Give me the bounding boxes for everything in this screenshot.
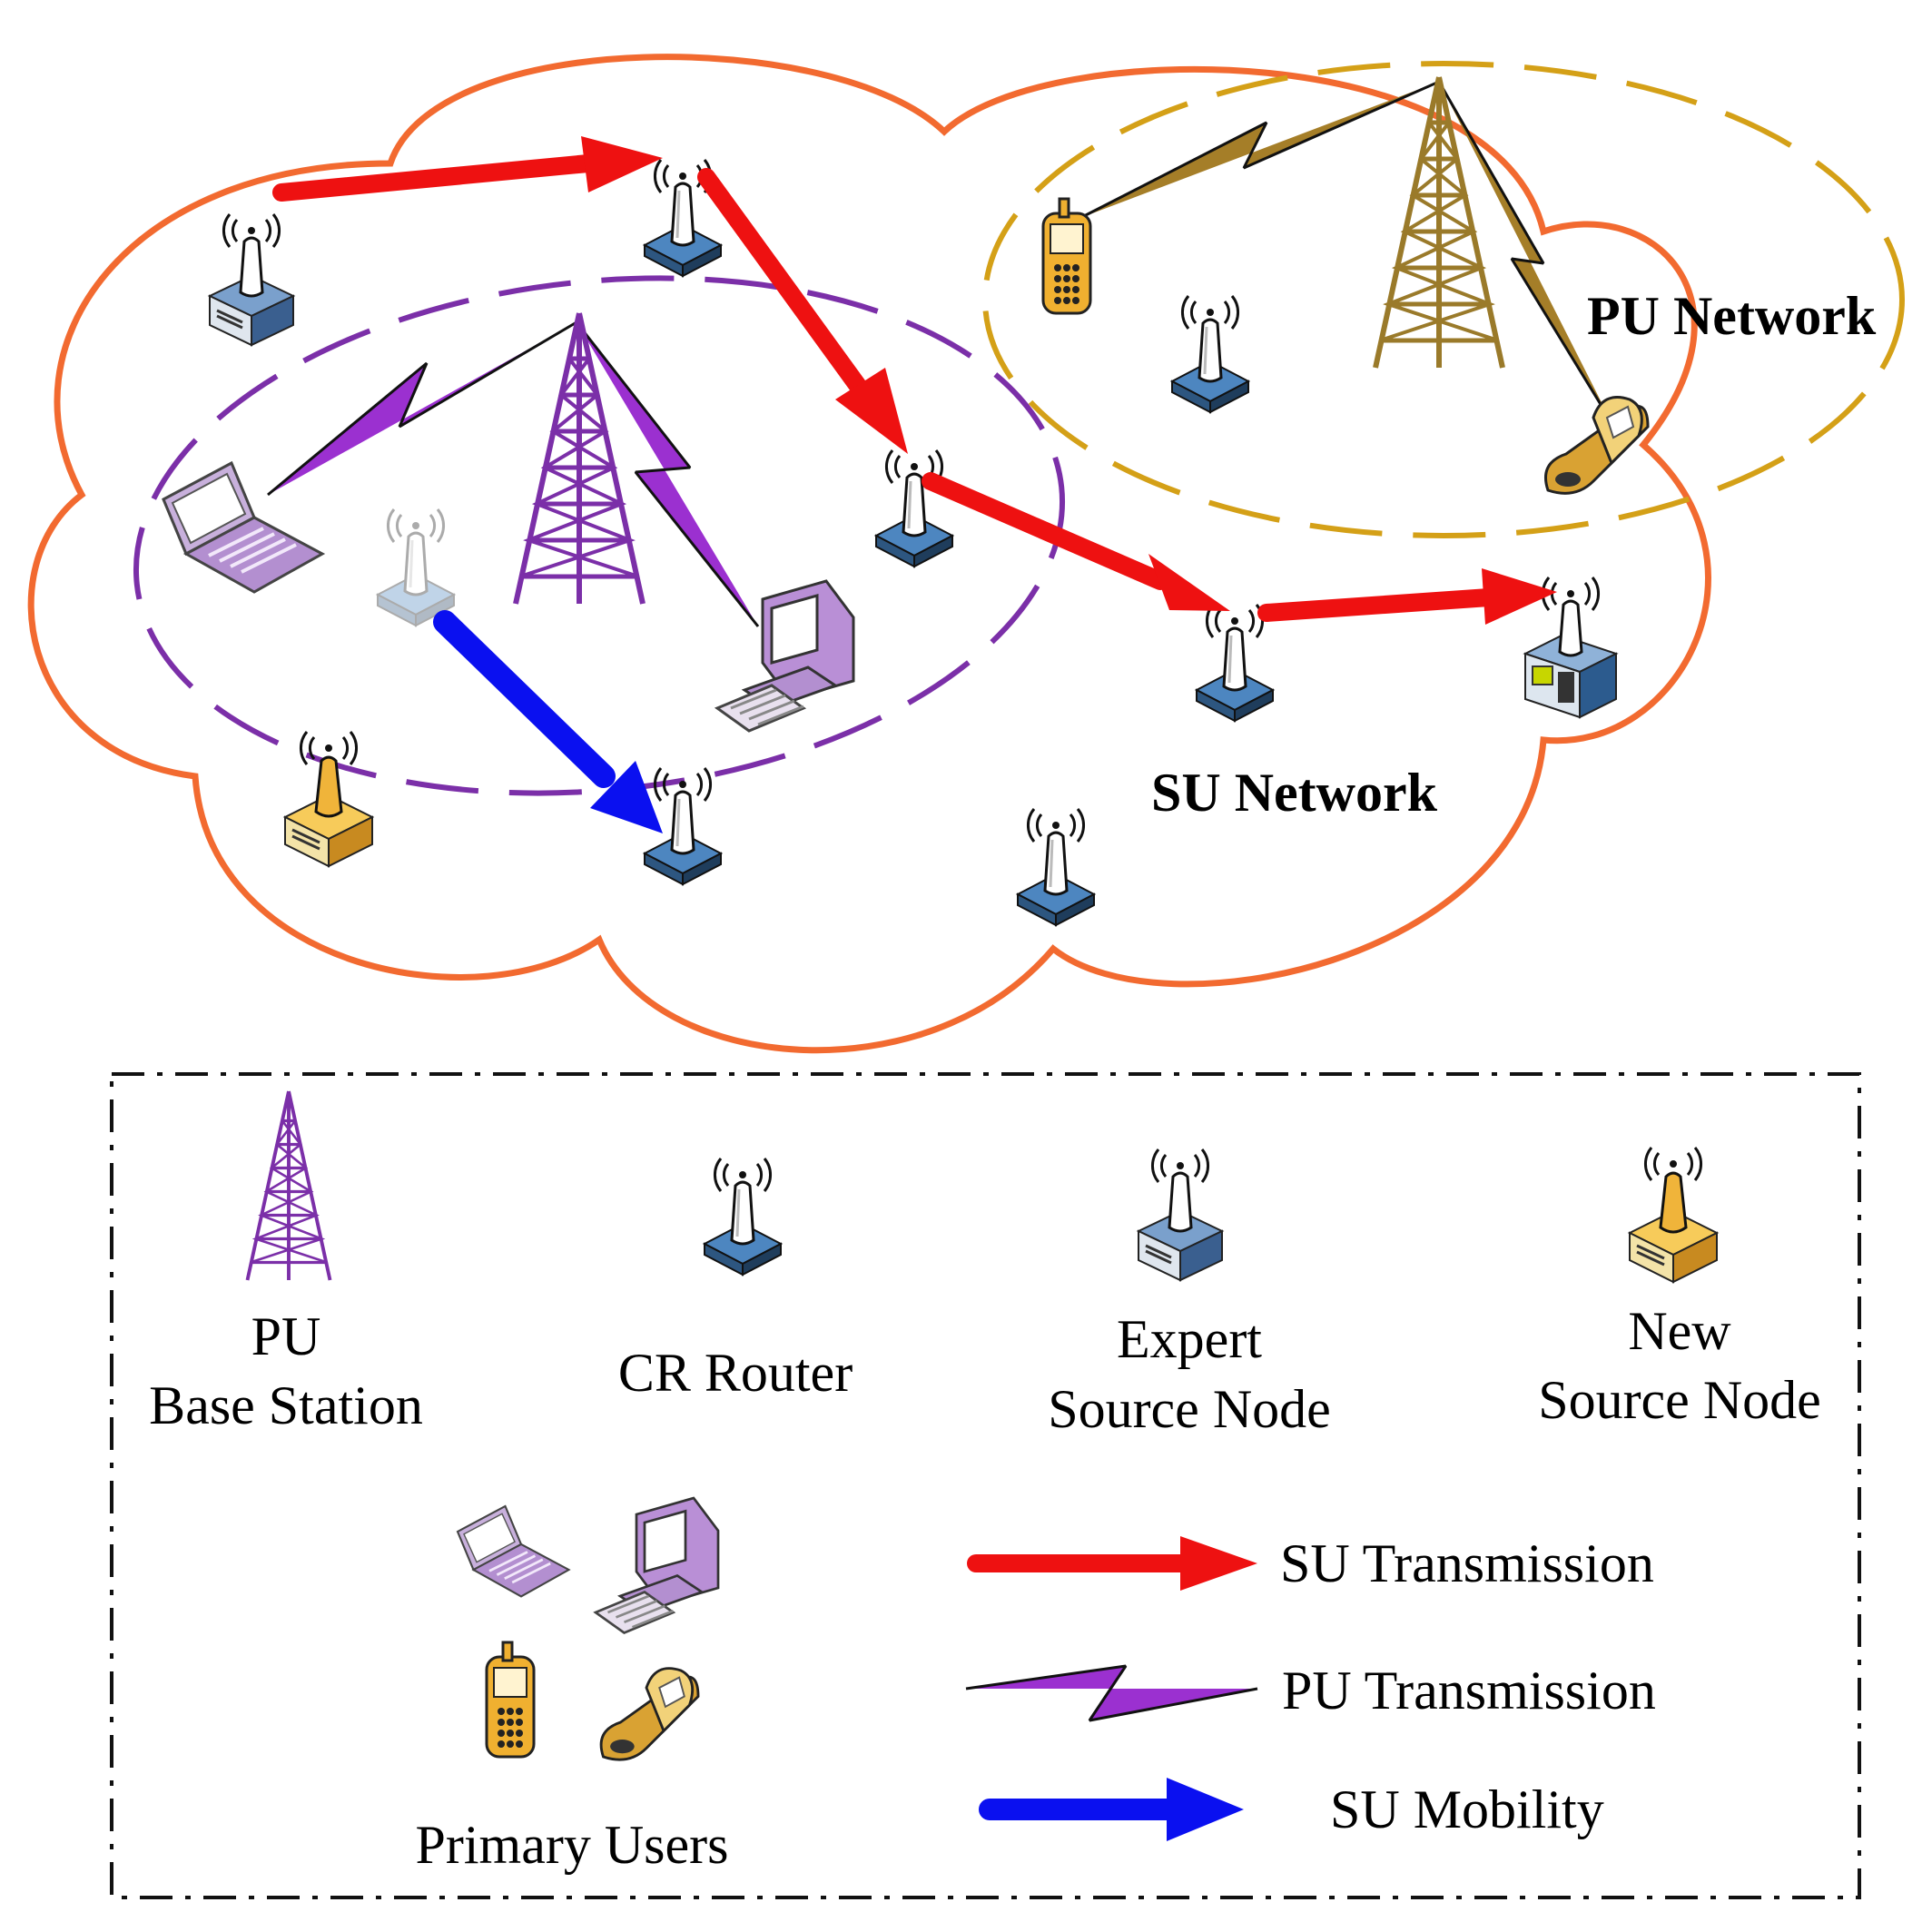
laptop-icon [456,1504,570,1598]
primary-user-cellphone-icon [1041,197,1092,315]
flip-phone-icon [599,1667,700,1761]
legend-new-line1: New [1628,1301,1731,1361]
legend-expert-line2: Source Node [1048,1379,1331,1439]
legend-pu-transmission: PU Transmission [965,1661,1656,1722]
legend-su-mobility: SU Mobility [979,1778,1604,1841]
legend-cr-router: CR Router [618,1157,853,1403]
legend-primary-users: Primary Users [416,1496,729,1875]
legend-pu-base-station: PU Base Station [149,1089,423,1435]
legend-su-transmission-label: SU Transmission [1280,1533,1654,1593]
legend-su-mobility-label: SU Mobility [1330,1779,1604,1839]
su-mobility-path [433,610,663,833]
legend-cr-router-label: CR Router [618,1343,853,1403]
cellphone-icon [485,1641,536,1759]
expert-node-icon [1137,1148,1224,1282]
previous-su-position-icon [376,508,456,627]
pu-transmission-links-gold [1079,80,1613,423]
pu-base-station-tower-icon-gold [1375,77,1503,368]
legend-su-transmission: SU Transmission [967,1533,1654,1593]
new-source-node-icon [283,730,374,868]
legend-box [110,1072,1861,1899]
pu-network-boundary [982,61,1905,538]
legend-pu-base-station-line1: PU [251,1306,321,1366]
pu-transmission-links-purple [267,320,760,627]
pu-base-station-tower-icon [516,313,643,604]
legend-expert-line1: Expert [1117,1309,1262,1369]
cr-router-icon [1195,603,1275,723]
su-network-cloud [27,54,1711,1054]
legend-expert-source-node: Expert Source Node [1048,1148,1331,1439]
legend-new-source-node: New Source Node [1538,1146,1821,1430]
su-network-label: SU Network [1151,763,1438,823]
legend-pu-transmission-label: PU Transmission [1282,1661,1656,1720]
cr-router-icon [1170,294,1250,414]
legend-new-line2: Source Node [1538,1370,1821,1430]
su-transmission-path [272,136,1557,625]
primary-user-flip-phone-icon [1544,396,1650,495]
legend-primary-users-label: Primary Users [416,1815,729,1875]
destination-node-icon [1523,577,1619,719]
desktop-icon [594,1496,720,1634]
tower-icon [245,1089,332,1282]
cr-router-icon [703,1157,783,1276]
primary-user-desktop-icon [715,579,855,733]
cr-router-icon [1016,807,1096,927]
pu-network-label: PU Network [1587,286,1877,346]
cr-router-icon [874,448,954,568]
new-node-icon [1628,1146,1719,1284]
legend-pu-base-station-line2: Base Station [149,1375,423,1435]
primary-user-laptop-icon [162,461,324,594]
expert-source-node-icon [208,212,295,347]
